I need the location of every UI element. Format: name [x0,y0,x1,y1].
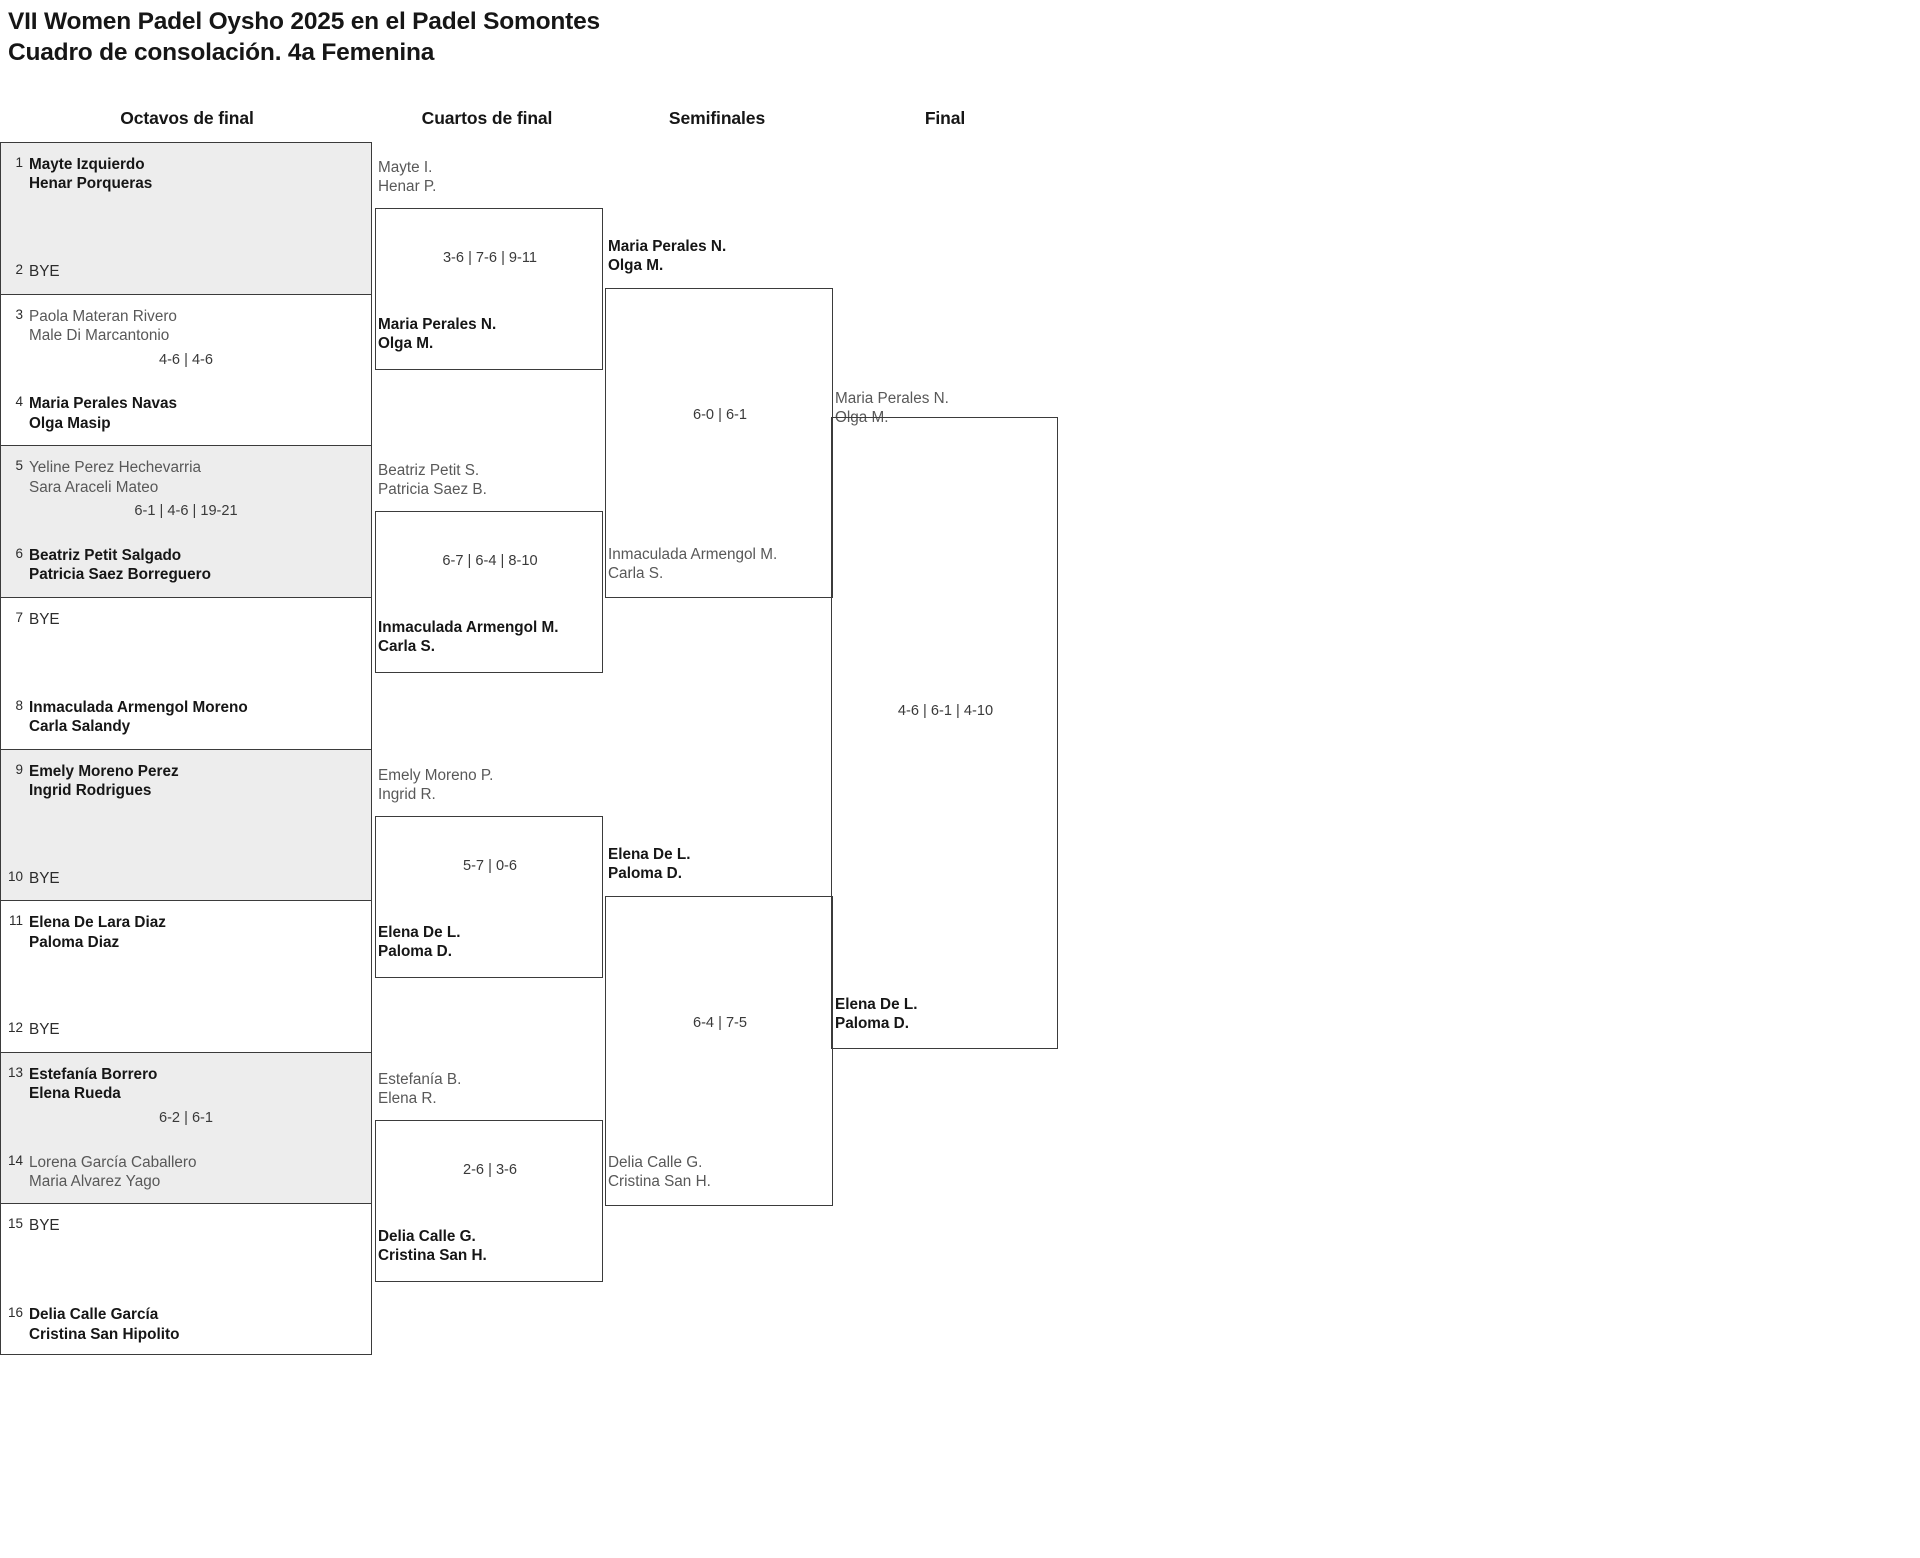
qf4-top-team: Estefanía B. Elena R. [378,1071,462,1108]
qf2-box[interactable]: 6-7 | 6-4 | 8-10 [375,511,603,673]
team-names: Lorena García Caballero Maria Alvarez Ya… [29,1153,197,1190]
seed-number: 12 [7,1020,23,1036]
team-names: BYE [29,1021,60,1039]
seed-number: 11 [8,913,23,929]
r1-slot-12[interactable]: 12 BYE [1,1020,371,1039]
team-names: Elena De Lara Diaz Paloma Diaz [29,914,166,951]
sf1-bottom-team: Inmaculada Armengol M. Carla S. [608,546,778,583]
sf1-top-team: Maria Perales N. Olga M. [608,238,727,275]
r1-slot-16[interactable]: 16 Delia Calle García Cristina San Hipol… [1,1305,371,1344]
qf1-bottom-team: Maria Perales N. Olga M. [378,316,497,353]
r1-slot-3[interactable]: 3 Paola Materan Rivero Male Di Marcanton… [1,307,371,346]
r1-slot-7[interactable]: 7 BYE [1,610,371,629]
r1-slot-1[interactable]: 1 Mayte Izquierdo Henar Porqueras [1,155,371,194]
r1-slot-4[interactable]: 4 Maria Perales Navas Olga Masip [1,394,371,433]
r1-slot-13[interactable]: 13 Estefanía Borrero Elena Rueda [1,1065,371,1104]
team-names: BYE [29,263,60,281]
seed-number: 5 [15,458,23,474]
seed-number: 14 [7,1152,23,1168]
final-bottom-team: Elena De L. Paloma D. [835,996,918,1033]
r1-slot-14[interactable]: 14 Lorena García Caballero Maria Alvarez… [1,1153,371,1192]
r1-score-7: 6-2 | 6-1 [158,1109,214,1126]
qf3-bottom-team: Elena De L. Paloma D. [378,924,461,961]
team-names: Mayte Izquierdo Henar Porqueras [29,156,153,193]
qf2-top-team: Beatriz Petit S. Patricia Saez B. [378,462,487,499]
qf2-score: 6-7 | 6-4 | 8-10 [442,553,538,569]
qf3-top-team: Emely Moreno P. Ingrid R. [378,767,494,804]
final-score: 4-6 | 6-1 | 4-10 [897,703,994,719]
team-names: BYE [29,1217,60,1235]
sf2-bottom-team: Delia Calle G. Cristina San H. [608,1154,711,1191]
r1-score-2: 4-6 | 4-6 [158,351,214,368]
r1-match-5[interactable]: 9 Emely Moreno Perez Ingrid Rodrigues 10… [1,749,371,902]
seed-number: 7 [15,609,23,625]
round-header-semifinales: Semifinales [668,108,766,128]
r1-match-1[interactable]: 1 Mayte Izquierdo Henar Porqueras 2 BYE [1,143,371,295]
r1-slot-5[interactable]: 5 Yeline Perez Hechevarria Sara Araceli … [1,458,371,497]
page-title: VII Women Padel Oysho 2025 en el Padel S… [8,8,600,66]
r1-slot-2[interactable]: 2 BYE [1,262,371,281]
round-header-cuartos: Cuartos de final [421,108,553,128]
qf4-score: 2-6 | 3-6 [462,1162,518,1178]
team-names: Delia Calle García Cristina San Hipolito [29,1306,180,1343]
qf1-score: 3-6 | 7-6 | 9-11 [442,250,538,266]
seed-number: 4 [15,394,23,410]
r1-match-2[interactable]: 3 Paola Materan Rivero Male Di Marcanton… [1,295,371,447]
final-box[interactable]: 4-6 | 6-1 | 4-10 [831,417,1058,1049]
team-names: Maria Perales Navas Olga Masip [29,395,177,432]
qf3-box[interactable]: 5-7 | 0-6 [375,816,603,978]
seed-number: 3 [15,306,23,322]
round-header-final: Final [924,108,966,128]
team-names: BYE [29,869,60,887]
r1-slot-15[interactable]: 15 BYE [1,1216,371,1235]
seed-number: 13 [7,1064,23,1080]
team-names: Estefanía Borrero Elena Rueda [29,1065,158,1103]
r1-slot-6[interactable]: 6 Beatriz Petit Salgado Patricia Saez Bo… [1,546,371,585]
seed-number: 15 [7,1216,23,1232]
team-names: Yeline Perez Hechevarria Sara Araceli Ma… [29,459,202,496]
sf2-score: 6-4 | 7-5 [692,1015,748,1031]
r1-match-8[interactable]: 15 BYE 16 Delia Calle García Cristina Sa… [1,1204,371,1356]
seed-number: 9 [15,761,23,777]
r1-slot-9[interactable]: 9 Emely Moreno Perez Ingrid Rodrigues [1,762,371,801]
sf2-box[interactable]: 6-4 | 7-5 [605,896,833,1206]
qf4-box[interactable]: 2-6 | 3-6 [375,1120,603,1282]
sf1-score: 6-0 | 6-1 [692,407,748,423]
team-names: Emely Moreno Perez Ingrid Rodrigues [29,762,179,799]
sf1-box[interactable]: 6-0 | 6-1 [605,288,833,598]
qf3-score: 5-7 | 0-6 [462,858,518,874]
r1-match-7[interactable]: 13 Estefanía Borrero Elena Rueda 6-2 | 6… [1,1052,371,1205]
r1-match-3[interactable]: 5 Yeline Perez Hechevarria Sara Araceli … [1,446,371,598]
seed-number: 8 [15,697,23,713]
team-names: Paola Materan Rivero Male Di Marcantonio [29,307,177,345]
qf1-box[interactable]: 3-6 | 7-6 | 9-11 [375,208,603,370]
r1-match-4[interactable]: 7 BYE 8 Inmaculada Armengol Moreno Carla… [1,598,371,750]
seed-number: 10 [7,868,23,884]
team-names: Beatriz Petit Salgado Patricia Saez Borr… [29,547,211,584]
seed-number: 2 [15,262,23,278]
qf4-bottom-team: Delia Calle G. Cristina San H. [378,1228,487,1265]
sf2-top-team: Elena De L. Paloma D. [608,846,691,883]
r1-slot-8[interactable]: 8 Inmaculada Armengol Moreno Carla Salan… [1,698,371,737]
r1-score-3: 6-1 | 4-6 | 19-21 [134,503,238,520]
qf2-bottom-team: Inmaculada Armengol M. Carla S. [378,619,559,656]
round-octavos-column: 1 Mayte Izquierdo Henar Porqueras 2 BYE … [0,142,372,1355]
qf1-top-team: Mayte I. Henar P. [378,159,437,196]
team-names: BYE [29,610,60,628]
round-header-octavos: Octavos de final [120,108,254,128]
r1-match-6[interactable]: 11 Elena De Lara Diaz Paloma Diaz 12 BYE [1,901,371,1053]
seed-number: 16 [7,1305,23,1321]
seed-number: 6 [15,546,23,562]
r1-slot-10[interactable]: 10 BYE [1,869,371,888]
r1-slot-11[interactable]: 11 Elena De Lara Diaz Paloma Diaz [1,913,371,952]
team-names: Inmaculada Armengol Moreno Carla Salandy [29,698,248,736]
seed-number: 1 [15,155,23,170]
